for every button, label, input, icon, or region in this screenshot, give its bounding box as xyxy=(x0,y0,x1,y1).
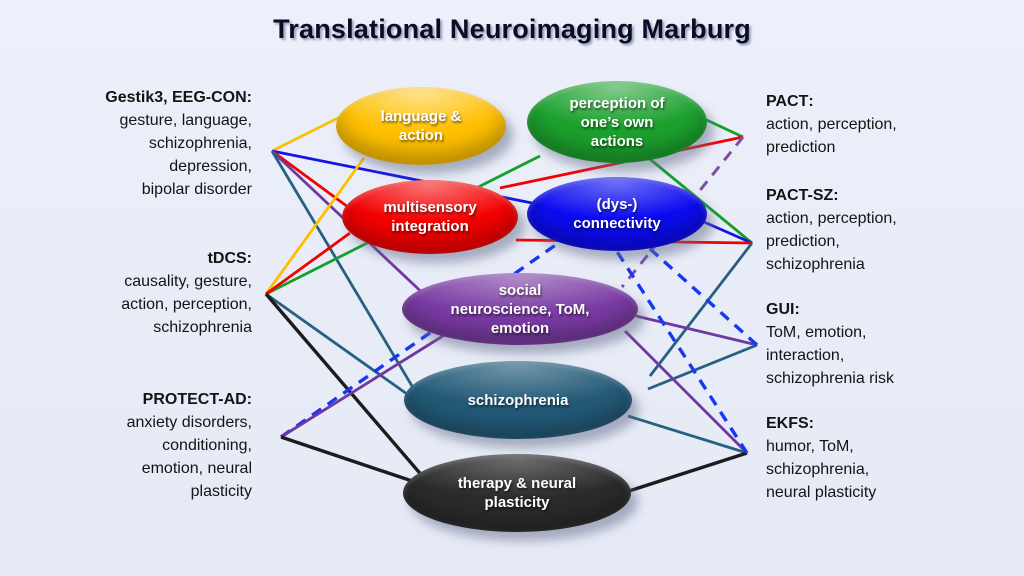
project-topics: gesture, language, schizophrenia, depres… xyxy=(119,112,252,198)
project-label-gui: GUI: ToM, emotion, interaction, schizoph… xyxy=(766,298,996,390)
project-name: EKFS: xyxy=(766,415,814,432)
project-topics: action, perception, prediction xyxy=(766,116,897,156)
edge-pact-sz-multisensory-integration xyxy=(515,238,753,245)
edge-gestik3-schizophrenia xyxy=(270,150,414,387)
edge-gestik3-dys-connectivity xyxy=(271,149,533,205)
slide-title: Translational Neuroimaging Marburg xyxy=(273,14,751,44)
edge-pact-perception-own-actions xyxy=(697,114,744,139)
project-name: PROTECT-AD: xyxy=(142,391,252,408)
edge-tdcs-therapy-plasticity xyxy=(264,292,426,480)
edge-tdcs-language-action xyxy=(264,157,366,295)
edge-gui-social-neuroscience xyxy=(635,314,758,347)
edge-pact-sz-schizophrenia xyxy=(648,242,754,377)
edge-gestik3-language-action xyxy=(271,110,351,153)
edge-pact-multisensory-integration xyxy=(499,135,744,190)
edge-pact-sz-dys-connectivity xyxy=(703,220,753,245)
edge-pact-sz-perception-own-actions xyxy=(644,153,753,245)
project-topics: causality, gesture, action, perception, … xyxy=(121,273,252,336)
edge-ekfs-schizophrenia xyxy=(627,414,748,455)
project-label-protect-ad: PROTECT-AD: anxiety disorders, condition… xyxy=(36,388,252,503)
edge-gui-schizophrenia xyxy=(647,343,758,391)
project-label-ekfs: EKFS: humor, ToM, schizophrenia, neural … xyxy=(766,412,996,504)
edge-gui-dys-connectivity xyxy=(646,245,759,347)
edge-tdcs-schizophrenia xyxy=(265,292,408,396)
project-name: Gestik3, EEG-CON: xyxy=(105,89,252,106)
edge-tdcs-multisensory-integration xyxy=(265,231,351,296)
project-topics: action, perception, prediction, schizoph… xyxy=(766,210,897,273)
project-label-pact-sz: PACT-SZ: action, perception, prediction,… xyxy=(766,184,996,276)
project-topics: humor, ToM, schizophrenia, neural plasti… xyxy=(766,438,877,501)
project-label-gestik3-eeg-con: Gestik3, EEG-CON: gesture, language, sch… xyxy=(36,86,252,201)
project-name: tDCS: xyxy=(207,250,252,267)
edge-ekfs-dys-connectivity xyxy=(614,249,749,454)
edge-protect-ad-social-neuroscience xyxy=(280,332,447,439)
project-name: GUI: xyxy=(766,301,800,318)
project-topics: ToM, emotion, interaction, schizophrenia… xyxy=(766,324,895,387)
project-topics: anxiety disorders, conditioning, emotion… xyxy=(126,414,252,500)
edge-protect-ad-therapy-plasticity xyxy=(280,435,422,486)
project-label-tdcs: tDCS: causality, gesture, action, percep… xyxy=(36,247,252,339)
edge-protect-ad-dys-connectivity xyxy=(280,242,558,439)
project-name: PACT: xyxy=(766,93,814,110)
edge-ekfs-therapy-plasticity xyxy=(628,451,748,493)
project-label-pact: PACT: action, perception, prediction xyxy=(766,90,996,159)
project-name: PACT-SZ: xyxy=(766,187,839,204)
edge-ekfs-social-neuroscience xyxy=(624,330,748,454)
